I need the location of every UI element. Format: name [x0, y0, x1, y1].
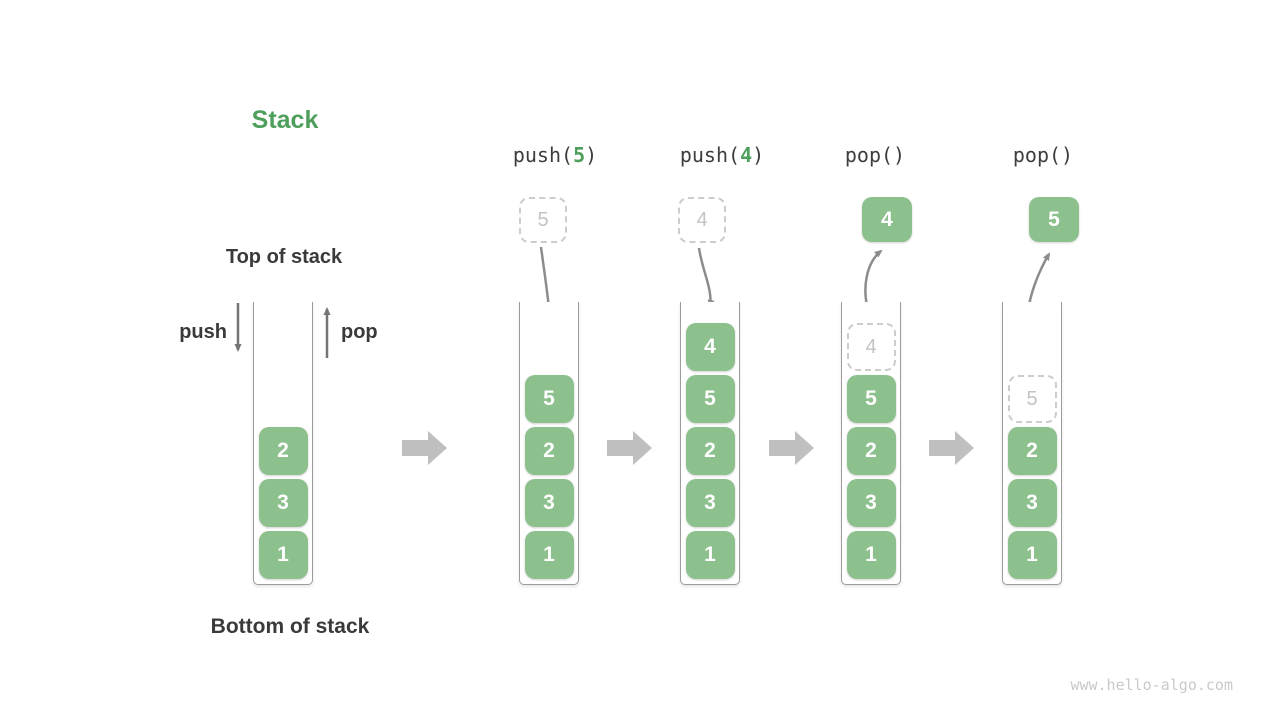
incoming-value-box: 4	[678, 197, 726, 243]
op-prefix: pop()	[844, 143, 906, 167]
popped-value-box: 4	[862, 197, 912, 242]
op-arg: 5	[573, 143, 586, 167]
op-prefix: pop()	[1012, 143, 1074, 167]
block-right-arrow-icon	[769, 431, 814, 465]
block-right-arrow-icon	[402, 431, 447, 465]
stack-cell: 1	[685, 531, 735, 579]
stack-well-after-pop-5: 5 2 3 1	[1002, 302, 1062, 585]
op-suffix: )	[752, 143, 765, 167]
stack-cell: 1	[524, 531, 574, 579]
stack-cell: 3	[1007, 479, 1057, 527]
block-right-arrow-icon	[929, 431, 974, 465]
stack-cell: 4	[685, 323, 735, 371]
stack-cell: 5	[685, 375, 735, 423]
stack-cell: 2	[846, 427, 896, 475]
stack-cell-ghost: 5	[1007, 375, 1057, 423]
op-label-push-5: push(5)	[475, 143, 635, 167]
op-label-pop-1: pop()	[795, 143, 955, 167]
stack-cell: 2	[1007, 427, 1057, 475]
block-right-arrow-icon	[607, 431, 652, 465]
op-suffix: )	[585, 143, 598, 167]
bottom-of-stack-label: Bottom of stack	[210, 615, 370, 638]
stack-cell: 3	[524, 479, 574, 527]
pop-label: pop	[341, 321, 378, 343]
diagram-title: Stack	[251, 106, 319, 134]
stack-cell: 1	[258, 531, 308, 579]
popped-value-box: 5	[1029, 197, 1079, 242]
stack-cell: 3	[846, 479, 896, 527]
op-prefix: push(	[679, 143, 741, 167]
stack-cell: 5	[524, 375, 574, 423]
stack-cell: 2	[685, 427, 735, 475]
stack-cell: 1	[846, 531, 896, 579]
curved-arrow-icon	[697, 247, 715, 308]
op-prefix: push(	[512, 143, 574, 167]
stack-well-after-push-5: 5 2 3 1	[519, 302, 579, 585]
stack-well-after-push-4: 4 5 2 3 1	[680, 302, 740, 585]
op-label-pop-2: pop()	[963, 143, 1123, 167]
top-of-stack-label: Top of stack	[225, 246, 343, 268]
stack-well-initial: 2 3 1	[253, 302, 313, 585]
stack-cell: 2	[258, 427, 308, 475]
push-label: push	[179, 321, 227, 343]
stack-cell: 5	[846, 375, 896, 423]
watermark: www.hello-algo.com	[1070, 676, 1233, 694]
op-label-push-4: push(4)	[642, 143, 802, 167]
incoming-value-box: 5	[519, 197, 567, 243]
stack-cell-ghost: 4	[846, 323, 896, 371]
stack-cell: 3	[258, 479, 308, 527]
stack-well-after-pop-4: 4 5 2 3 1	[841, 302, 901, 585]
stack-cell: 3	[685, 479, 735, 527]
stack-cell: 1	[1007, 531, 1057, 579]
stack-cell: 2	[524, 427, 574, 475]
op-arg: 4	[740, 143, 753, 167]
